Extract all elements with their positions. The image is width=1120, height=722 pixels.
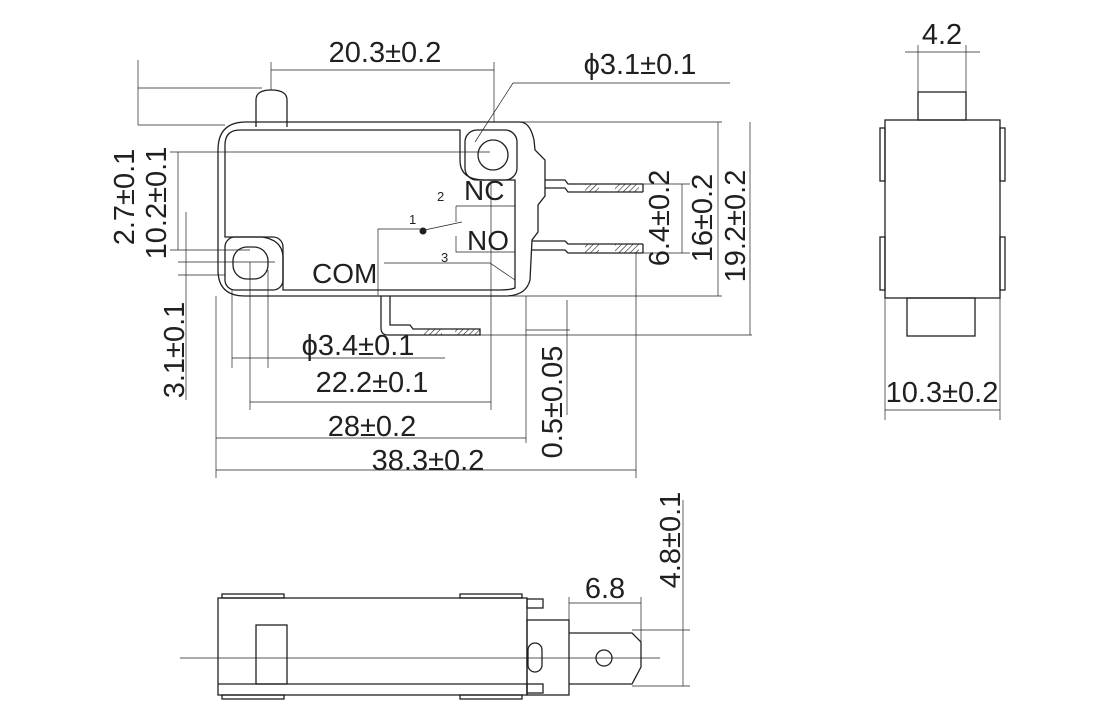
dim-body-width: 10.3±0.2 [886,377,999,409]
dim-hole-horizontal-spacing: 22.2±0.1 [316,367,429,399]
nc-terminal [545,179,644,193]
left-hole-pocket [224,236,284,291]
common-contact-dot [419,227,427,235]
pin-1-label: 1 [409,212,416,227]
dim-overall-length: 38.3±0.2 [372,445,485,477]
dim-plunger-width: 4.2 [922,19,962,51]
dim-right-hole-diameter: ϕ3.1±0.1 [584,49,697,81]
right-hole-pocket [464,129,518,181]
pin-3-label: 3 [441,250,448,265]
side-body [884,119,1001,299]
side-tab [879,236,886,291]
dim-terminal-width: 4.8±0.1 [655,492,687,589]
pin-2-label: 2 [437,189,444,204]
dim-terminal-length: 6.8 [585,573,625,605]
side-view: 4.2 10.3±0.2 [879,19,1006,420]
bottom-terminal-tab [569,632,642,685]
dim-left-hole-diameter: ϕ3.4±0.1 [302,330,415,362]
side-terminal [906,297,976,337]
dim-overall-height: 19.2±0.2 [720,170,752,283]
front-view: NC NO COM 1 2 3 20.3±0.2 ϕ3.1±0.1 2.7±0.… [109,37,752,478]
dim-body-height: 16±0.2 [687,174,719,263]
dim-body-length: 28±0.2 [328,411,417,443]
side-tab [879,127,886,182]
dim-terminal-thickness: 0.5±0.05 [537,346,569,459]
contact-schematic [377,205,516,295]
com-terminal [380,296,481,336]
no-terminal [532,240,644,254]
bottom-view: 6.8 4.8±0.1 [180,492,690,700]
bottom-plunger-slot [255,624,288,685]
side-plunger [917,91,967,121]
dim-hole-vertical-spacing: 10.2±0.1 [141,147,173,260]
bottom-body [217,597,528,696]
dim-nc-no-spacing: 6.4±0.2 [644,170,676,267]
dim-plunger-position: 20.3±0.2 [329,37,442,69]
dim-left-hole-offset: 3.1±0.1 [159,302,191,399]
left-mounting-hole [232,246,269,280]
side-tab [999,127,1006,182]
side-tab [999,236,1006,291]
no-label: NO [467,225,509,256]
dim-plunger-height: 2.7±0.1 [109,149,141,246]
right-mounting-hole [477,139,509,171]
dimension-lines [137,60,752,478]
com-label: COM [312,258,377,289]
switch-body-outline [217,121,546,297]
nc-label: NC [464,175,504,206]
